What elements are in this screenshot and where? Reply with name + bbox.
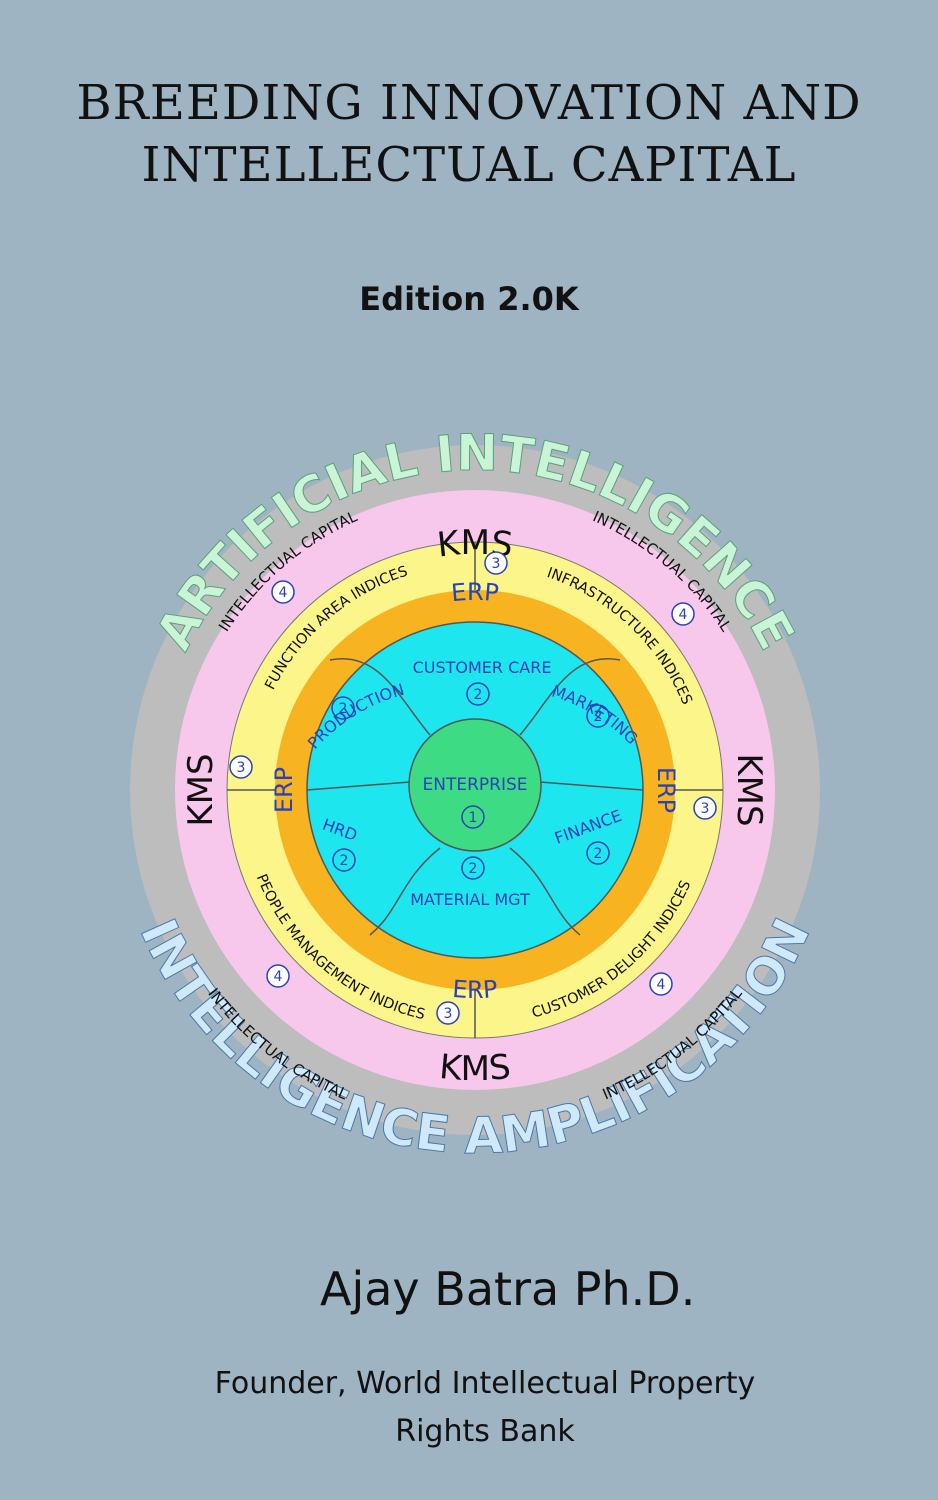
level-badge-capital-br: 4 xyxy=(649,972,673,996)
book-title: BREEDING INNOVATION AND INTELLECTUAL CAP… xyxy=(0,72,938,196)
kms-label-right: KMS xyxy=(729,753,769,826)
segment-divider-left xyxy=(306,781,411,791)
erp-label-top: ERP xyxy=(450,578,500,607)
level-badge-indices-bottom: 3 xyxy=(436,1001,460,1025)
level-badge-material-mgt: 2 xyxy=(461,856,485,880)
svg-text:2: 2 xyxy=(340,853,349,869)
customer-care-label: CUSTOMER CARE xyxy=(413,658,552,677)
level-badge-center: 1 xyxy=(461,805,485,829)
erp-label-bottom: ERP xyxy=(451,975,498,1004)
svg-text:2: 2 xyxy=(594,709,603,725)
edition-label: Edition 2.0K xyxy=(359,280,579,318)
kms-label-bottom: KMS xyxy=(438,1047,513,1089)
level-badge-indices-right: 3 xyxy=(693,796,717,820)
level-badge-indices-left: 3 xyxy=(229,755,253,779)
level-badge-production: 2 xyxy=(331,696,355,720)
segment-divider-ul xyxy=(329,657,431,736)
level-badge-capital-tl: 4 xyxy=(271,580,295,604)
segment-divider-lr xyxy=(509,847,581,936)
svg-text:4: 4 xyxy=(657,977,666,993)
svg-text:1: 1 xyxy=(469,810,478,826)
level-badge-marketing: 2 xyxy=(586,704,610,728)
kms-label-left: KMS xyxy=(181,753,221,826)
svg-text:3: 3 xyxy=(492,556,501,572)
author-role-line-2: Rights Bank xyxy=(395,1414,575,1449)
level-badge-finance: 2 xyxy=(586,841,610,865)
segment-divider-right xyxy=(539,781,644,791)
svg-text:4: 4 xyxy=(679,607,688,623)
title-line-1: BREEDING INNOVATION AND xyxy=(76,75,862,131)
segment-divider-ll xyxy=(369,847,441,936)
level-badge-capital-tr: 4 xyxy=(671,602,695,626)
svg-text:2: 2 xyxy=(469,861,478,877)
author-role-line-1: Founder, World Intellectual Property xyxy=(214,1366,756,1401)
enterprise-center xyxy=(408,718,542,852)
level-badge-customer-care: 2 xyxy=(466,682,490,706)
svg-text:2: 2 xyxy=(594,846,603,862)
enterprise-label: ENTERPRISE xyxy=(422,775,527,795)
segment-divider-ur xyxy=(519,657,621,736)
svg-text:2: 2 xyxy=(339,701,348,717)
author-name: Ajay Batra Ph.D. xyxy=(320,1262,696,1316)
level-badge-hrd: 2 xyxy=(332,848,356,872)
svg-text:3: 3 xyxy=(444,1006,453,1022)
svg-text:3: 3 xyxy=(237,760,246,776)
enterprise-diagram: ENTERPRISE ARTIFICIAL INTELLIGENCE INTEL… xyxy=(128,423,822,1165)
svg-text:2: 2 xyxy=(474,687,483,703)
author-role: Founder, World Intellectual Property Rig… xyxy=(200,1360,770,1456)
level-badge-capital-bl: 4 xyxy=(266,964,290,988)
erp-label-left: ERP xyxy=(270,767,298,813)
svg-text:4: 4 xyxy=(279,585,288,601)
svg-text:4: 4 xyxy=(274,969,283,985)
title-line-2: INTELLECTUAL CAPITAL xyxy=(141,137,797,193)
svg-text:3: 3 xyxy=(701,801,710,817)
material-mgt-label: MATERIAL MGT xyxy=(410,890,530,909)
level-badge-indices-top: 3 xyxy=(484,551,508,575)
erp-label-right: ERP xyxy=(652,767,680,813)
